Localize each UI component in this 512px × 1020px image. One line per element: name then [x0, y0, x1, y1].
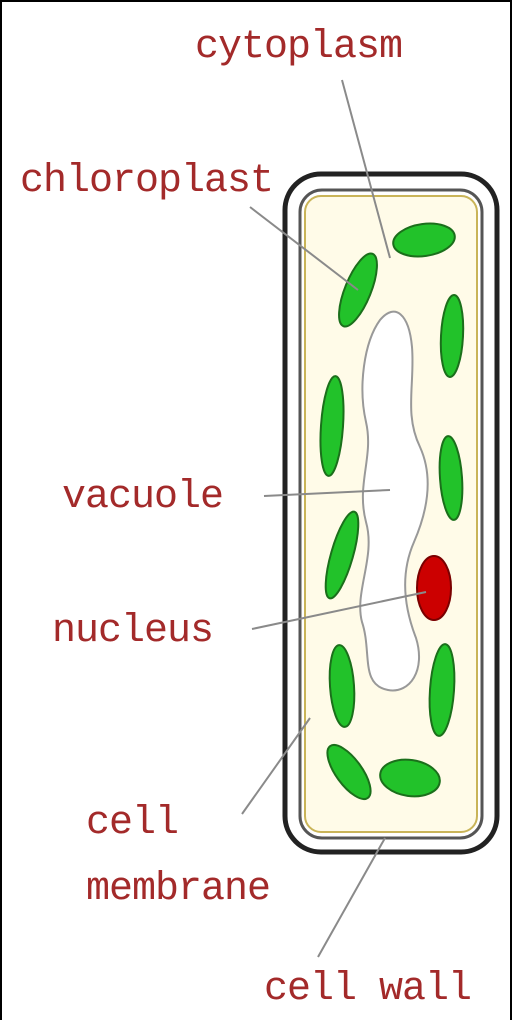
label-cytoplasm: cytoplasm: [195, 26, 402, 70]
nucleus: [417, 556, 451, 620]
label-nucleus: nucleus: [52, 610, 213, 654]
label-cell-membrane-line1: cell: [86, 802, 178, 846]
cell-wall-leader-line: [318, 838, 385, 957]
label-vacuole: vacuole: [62, 476, 223, 520]
label-cell-wall: cell wall: [264, 968, 471, 1012]
label-chloroplast: chloroplast: [20, 160, 273, 204]
label-cell-membrane-line2: membrane: [86, 868, 270, 912]
